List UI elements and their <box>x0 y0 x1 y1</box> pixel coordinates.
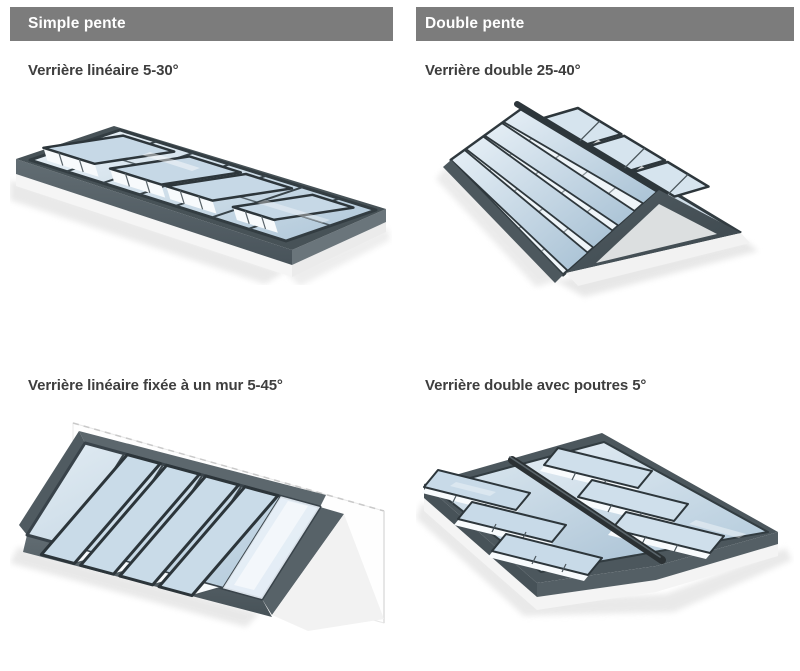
column-double-pente: Double pente Verrière double 25-40° <box>416 7 794 667</box>
verriere-double-poutres-render <box>416 433 792 616</box>
open-vents <box>42 134 355 233</box>
base-slab <box>424 498 778 610</box>
section-header-simple-pente: Simple pente <box>10 7 393 41</box>
ridge-cap <box>514 101 668 197</box>
sash-strips <box>450 108 659 272</box>
pane-reflection <box>234 501 308 590</box>
caption-verriere-lineaire-mur: Verrière linéaire fixée à un mur 5-45° <box>28 377 283 394</box>
open-vents <box>39 453 280 598</box>
verriere-lineaire-murale-render <box>10 422 385 631</box>
verriere-double-illustration <box>416 95 794 315</box>
column-simple-pente: Simple pente Verrière linéaire 5-30° <box>10 7 393 667</box>
section-header-double-pente: Double pente <box>416 7 794 41</box>
verriere-double-render <box>436 101 758 297</box>
verriere-lineaire-illustration <box>10 100 392 285</box>
open-vents <box>422 447 725 581</box>
gable-end <box>566 190 750 286</box>
verriere-lineaire-murale-illustration <box>10 415 392 665</box>
caption-verriere-double-poutres: Verrière double avec poutres 5° <box>425 377 647 394</box>
glass-reflections <box>450 482 746 538</box>
ground-shadow <box>10 547 260 627</box>
glass-reflections <box>142 152 330 223</box>
verriere-lineaire-render <box>10 126 390 285</box>
caption-verriere-lineaire: Verrière linéaire 5-30° <box>28 62 179 79</box>
ridge-vents <box>542 106 710 198</box>
caption-verriere-double: Verrière double 25-40° <box>425 62 581 79</box>
base-slab <box>16 174 386 277</box>
eave-curb <box>443 160 563 283</box>
ground-shadow <box>416 502 792 616</box>
central-beam <box>508 456 666 564</box>
verriere-double-poutres-illustration <box>416 420 794 655</box>
